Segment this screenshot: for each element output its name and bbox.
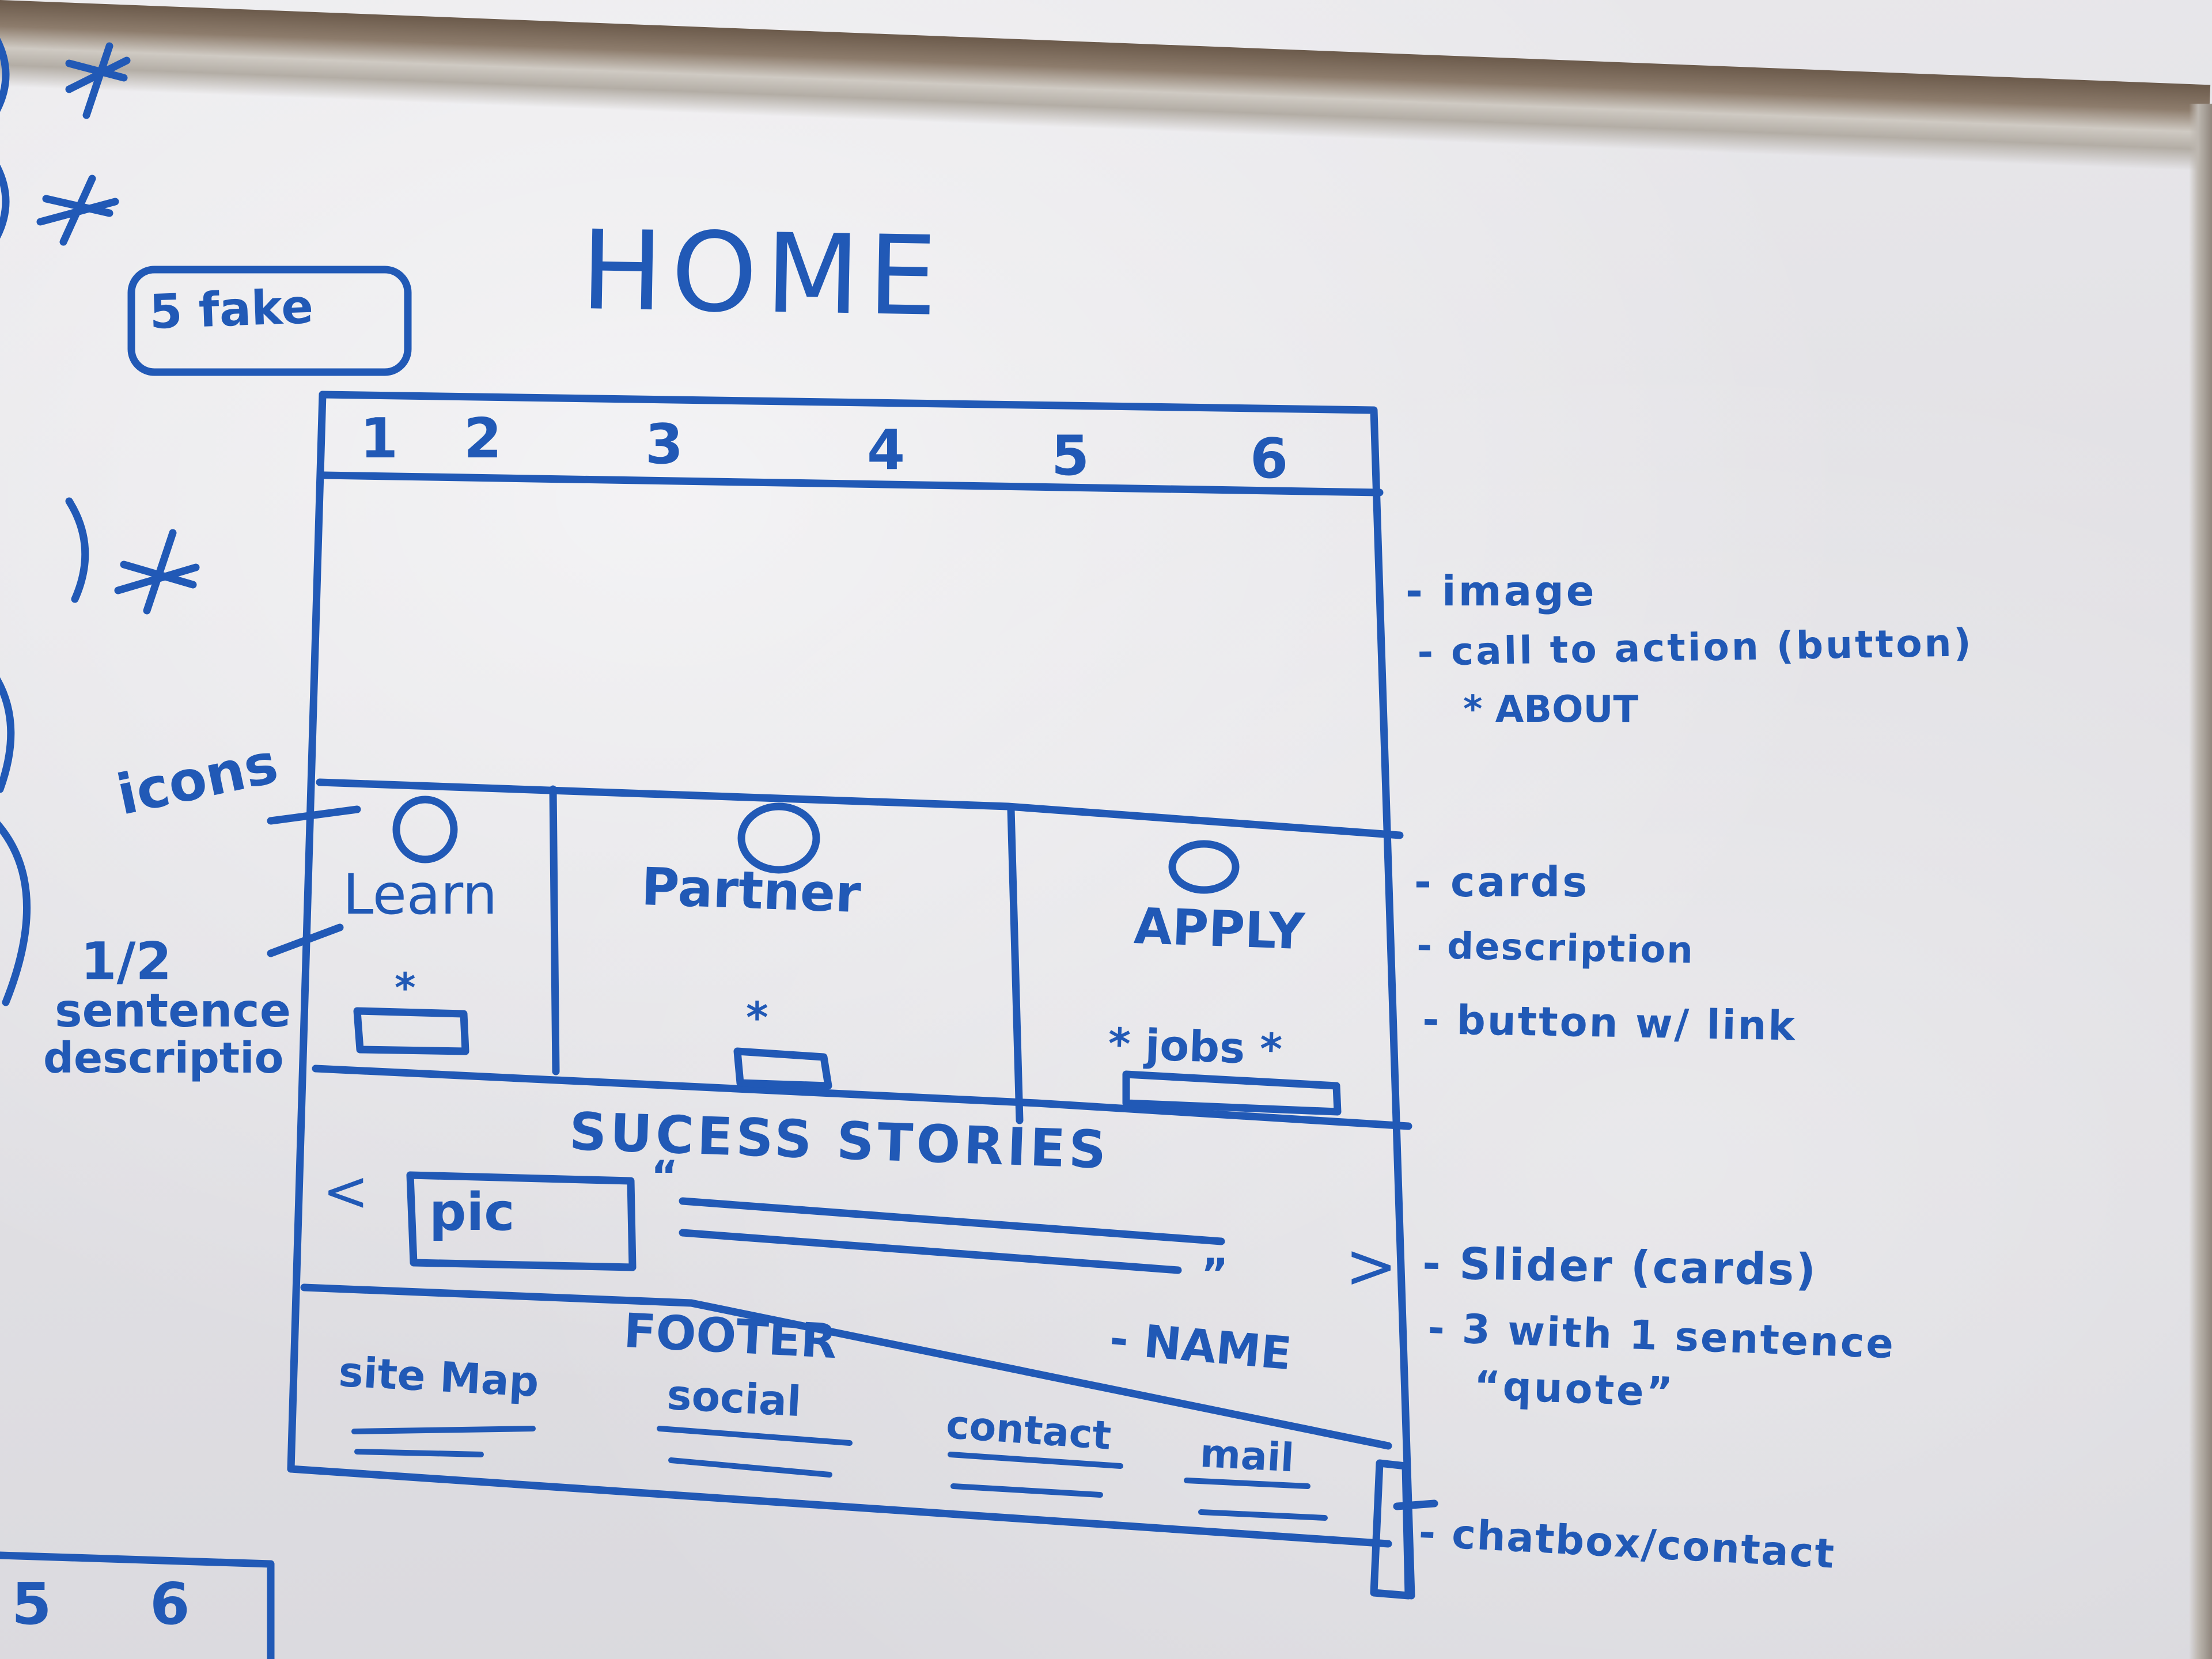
half-label: 1/2 (81, 931, 172, 992)
card-title-apply: APPLY (1132, 897, 1306, 961)
margin-paren-1 (0, 37, 10, 112)
apply-button (1122, 1070, 1342, 1116)
mail-lines (1184, 1478, 1328, 1521)
card-title-learn: Learn (343, 862, 498, 927)
bottom-table-outline (0, 1551, 275, 1659)
wireframe-top-right-border (319, 391, 1415, 1600)
learn-button (353, 1007, 469, 1055)
slider-next-arrow: > (1345, 1230, 1397, 1302)
fake-box-label: 5 fake (148, 279, 315, 340)
hero-divider (316, 778, 1404, 839)
annotation-button-link: - button w/ link (1422, 996, 1797, 1050)
margin-star-3 (114, 529, 200, 615)
card-title-partner: Partner (640, 857, 862, 925)
margin-star-2 (36, 175, 119, 246)
wireframe-left-border (287, 391, 327, 1473)
annotation-slider: - Slider (cards) (1422, 1237, 1818, 1296)
footer-contact: contact (944, 1402, 1113, 1459)
margin-star-1 (65, 42, 131, 119)
annotation-about: * ABOUT (1463, 688, 1639, 731)
bottom-number-6: 6 (150, 1570, 190, 1638)
card-star-partner: * (746, 993, 768, 1043)
nav-item-3: 3 (645, 413, 684, 476)
wireframe-bottom-border (287, 1465, 1392, 1548)
nav-item-5: 5 (1051, 425, 1090, 488)
site-map-lines (351, 1426, 536, 1457)
contact-lines (948, 1452, 1123, 1498)
quote-line-2 (679, 1229, 1182, 1274)
quote-line-1 (679, 1197, 1225, 1245)
footer-title: FOOTER (622, 1304, 839, 1370)
card-divider-2 (1007, 805, 1024, 1124)
fake-box-outline (127, 266, 412, 376)
slider-bottom-divider (300, 1283, 1392, 1450)
annotation-cards: - cards (1414, 858, 1590, 906)
margin-paren-2 (0, 164, 10, 239)
learn-circle-icon (392, 796, 458, 863)
quote-close-mark: ” (1201, 1249, 1229, 1298)
page-title: HOME (579, 207, 946, 341)
nav-item-2: 2 (464, 407, 502, 471)
margin-paren-3 (65, 497, 89, 603)
footer-social: social (665, 1370, 802, 1426)
card-note-jobs: * jobs * (1107, 1019, 1283, 1075)
cards-bottom-divider (312, 1065, 1412, 1130)
footer-site-map: site Map (337, 1347, 540, 1407)
chatbox-outline (1370, 1459, 1412, 1600)
nav-item-6: 6 (1250, 427, 1289, 491)
nav-item-1: 1 (360, 407, 399, 471)
slider-prev-arrow: < (323, 1159, 369, 1224)
whiteboard-frame-right (2189, 104, 2212, 1659)
bottom-number-5: 5 (12, 1570, 52, 1638)
partner-button (733, 1047, 832, 1090)
sentence-label: sentence (55, 984, 291, 1037)
description-label: descriptio (43, 1033, 284, 1083)
annotation-image: - image (1406, 567, 1597, 615)
annotation-description: - description (1416, 925, 1695, 972)
chatbox-pointer-line (1393, 1499, 1438, 1510)
social-lines (657, 1426, 853, 1478)
nav-item-4: 4 (867, 419, 906, 482)
icons-pointer-line (267, 805, 361, 825)
slider-pic-box (406, 1171, 637, 1271)
quote-open-mark: “ (651, 1152, 679, 1200)
margin-paren-5 (0, 821, 31, 1006)
margin-paren-4 (0, 677, 15, 793)
card-star-learn: * (395, 964, 416, 1012)
annotation-call-to-action: - call to action (button) (1416, 620, 1974, 675)
partner-circle-icon (737, 802, 820, 874)
footer-mail: mail (1199, 1431, 1296, 1482)
nav-divider (320, 471, 1384, 497)
apply-circle-icon (1168, 840, 1240, 894)
annotation-quote: “quote” (1473, 1362, 1676, 1416)
card-divider-1 (549, 785, 560, 1075)
slider-pic-label: pic (429, 1182, 515, 1243)
